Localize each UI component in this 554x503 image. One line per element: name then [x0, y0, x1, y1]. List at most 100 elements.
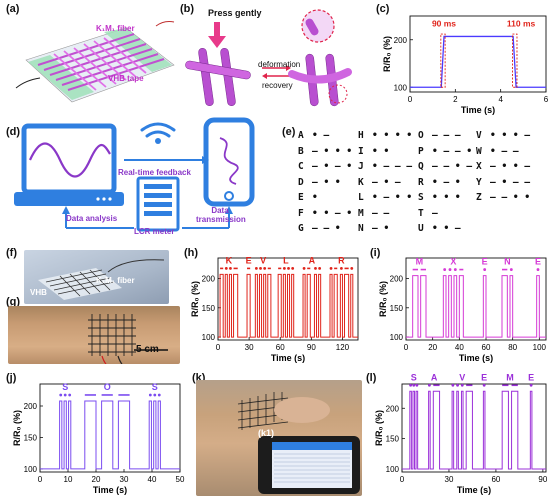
y-tick-label: 200: [390, 275, 404, 284]
morse-row: M ‒ ‒: [358, 206, 412, 222]
morse-letter: N: [358, 223, 364, 234]
photo-sensor-on-arm: [8, 306, 180, 364]
morse-symbol: ‒ ‒ •: [312, 223, 341, 234]
y-axis-label: R/R₀ (%): [382, 36, 392, 72]
morse-dot-mark: [148, 393, 152, 397]
y-tick-label: 200: [386, 404, 400, 413]
fall-time-label: 110 ms: [507, 18, 536, 28]
x-tick-label: 90: [307, 343, 316, 352]
plot-frame: [39, 383, 181, 473]
morse-symbol: • • ‒ •: [312, 207, 353, 219]
workflow-illustration: [14, 117, 255, 232]
morse-dot-mark: [302, 267, 306, 270]
morse-row: E•: [298, 190, 352, 206]
y-axis-label: R/R₀ (%): [378, 281, 388, 317]
x-tick-label: 80: [508, 343, 517, 352]
deformation-illustration: [185, 9, 352, 107]
morse-dot-mark: [157, 393, 161, 397]
x-tick-label: 10: [64, 475, 73, 484]
transmission-label: Data transmission: [196, 206, 246, 224]
x-axis-label: Time (s): [93, 485, 127, 495]
morse-letter-label: R: [338, 255, 345, 265]
laptop-icon: [21, 123, 117, 195]
morse-dot-mark: [314, 267, 317, 270]
morse-letter: H: [358, 130, 364, 141]
rise-time-box: [440, 33, 446, 88]
morse-symbol: ‒ • ‒ •: [312, 161, 353, 172]
panel-label-d: (d): [6, 126, 21, 138]
plot-frame: [217, 257, 359, 341]
morse-letter: L: [358, 192, 364, 203]
morse-symbol: • ‒ ‒: [490, 145, 519, 157]
y-tick-label: 100: [394, 83, 408, 92]
x-tick-label: 50: [176, 475, 185, 484]
morse-row: I• •: [358, 144, 412, 160]
morse-row: Y‒ • ‒ ‒: [476, 175, 530, 191]
signal-series-line: [402, 390, 546, 470]
morse-symbol: ‒ ‒: [372, 207, 390, 219]
morse-dot-mark: [329, 267, 333, 270]
morse-letter-label: E: [246, 255, 252, 265]
wifi-icon: [140, 122, 176, 138]
x-tick-label: 6: [544, 95, 549, 104]
panel-label-g: (g): [6, 296, 21, 308]
morse-letter: T: [418, 207, 424, 219]
panel-label-i: (i): [370, 247, 381, 259]
morse-letter-label: S: [62, 382, 68, 392]
morse-row: U• • ‒: [418, 221, 472, 237]
vhb-label-f: VHB: [30, 288, 47, 297]
morse-letter-label: A: [431, 372, 438, 382]
y-tick-label: 100: [202, 333, 216, 342]
morse-symbol: •: [312, 192, 318, 203]
morse-row: B‒ • • •: [298, 144, 352, 160]
signal-series-line: [406, 275, 546, 338]
signal-series-line: [410, 35, 546, 88]
morse-dot-mark: [482, 383, 486, 387]
x-tick-label: 30: [120, 475, 129, 484]
y-axis-label: R/R₀ (%): [12, 410, 22, 446]
panel-label-l: (l): [366, 372, 377, 384]
morse-dot-mark: [350, 267, 354, 270]
x-tick-label: 4: [498, 95, 503, 104]
y-tick-label: 150: [24, 433, 38, 442]
morse-dot-mark: [443, 268, 447, 271]
morse-letter-label: S: [152, 382, 158, 392]
morse-letter: J: [358, 161, 364, 172]
morse-row: P• ‒ ‒ •: [418, 144, 472, 160]
y-tick-label: 150: [202, 304, 216, 313]
morse-dot-mark: [451, 383, 455, 387]
x-tick-label: 20: [92, 475, 101, 484]
y-tick-label: 200: [24, 402, 38, 411]
morse-dot-mark: [259, 267, 262, 270]
morse-symbol: • • ‒: [432, 223, 461, 234]
morse-symbol: ‒ • • ‒: [490, 161, 531, 172]
morse-dot-mark: [340, 267, 343, 270]
morse-letter: A: [298, 130, 304, 141]
x-tick-label: 0: [216, 343, 221, 352]
morse-symbol: ‒ •: [372, 223, 390, 234]
morse-dot-mark: [63, 393, 67, 397]
y-tick-label: 200: [202, 275, 216, 284]
morse-letter-label: L: [283, 255, 289, 265]
morse-letter: P: [418, 145, 424, 157]
morse-letter-label: V: [260, 255, 266, 265]
morse-letter-label: E: [482, 257, 488, 267]
morse-row: R• ‒ •: [418, 175, 472, 191]
panel-label-a: (a): [6, 3, 20, 15]
plot-frame: [405, 257, 547, 341]
panel-label-f: (f): [6, 247, 17, 259]
morse-letter: M: [358, 207, 364, 219]
morse-symbol: ‒ • • •: [312, 145, 353, 157]
morse-symbol: • ‒ • •: [372, 192, 413, 203]
x-tick-label: 60: [482, 343, 491, 352]
morse-letter: F: [298, 207, 304, 219]
x-tick-label: 30: [445, 475, 454, 484]
morse-dot-mark: [229, 267, 232, 270]
x-axis-label: Time (s): [461, 105, 495, 115]
x-tick-label: 60: [491, 475, 500, 484]
morse-dot-mark: [68, 393, 72, 397]
morse-letter: V: [476, 130, 482, 141]
morse-row: D‒ • •: [298, 175, 352, 191]
